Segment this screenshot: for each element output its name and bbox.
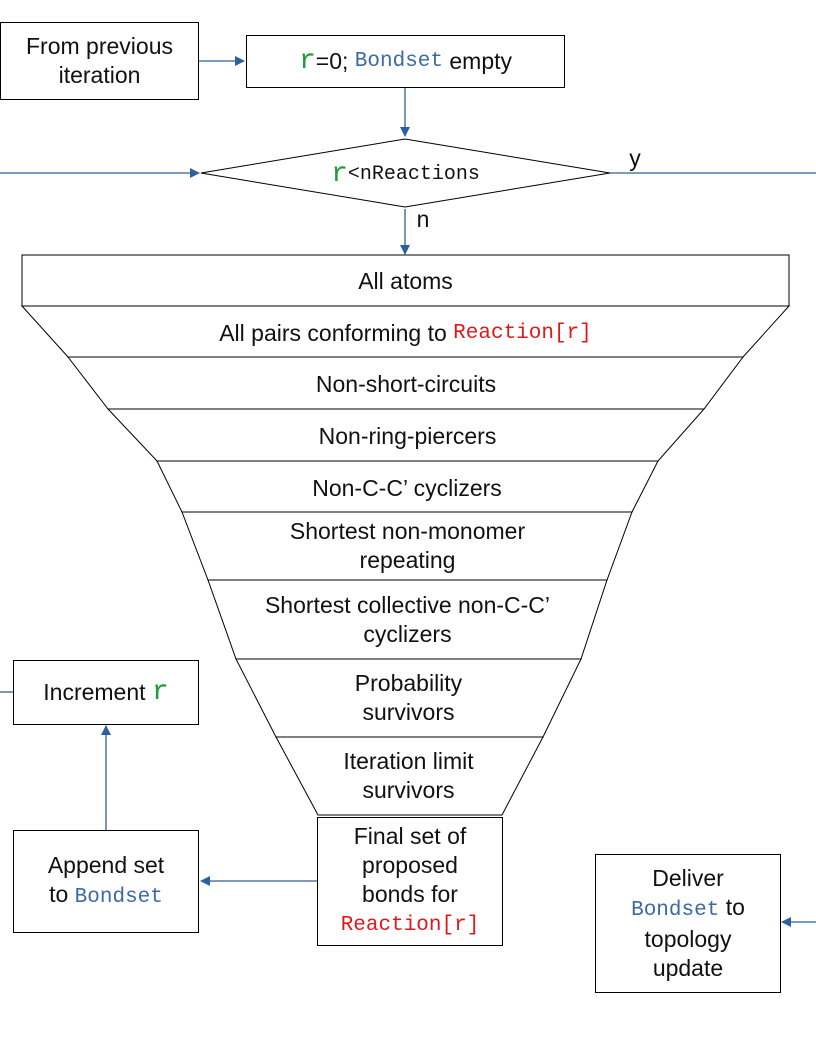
append-line-2: to Bondset — [49, 880, 163, 912]
increment-box: Increment r — [13, 660, 199, 725]
append-line-1: Append set — [47, 852, 165, 878]
final-set-box: Final set of proposed bonds for Reaction… — [317, 817, 503, 946]
funnel-layer-label-5: Shortest collective non-C-C’ cyclizers — [264, 592, 551, 647]
funnel-layer-label-1: Non-short-circuits — [315, 370, 497, 397]
funnel-layer-label-4: Shortest non-monomer repeating — [289, 518, 526, 573]
funnel-all-atoms-label: All atoms — [358, 267, 453, 294]
final-line-1: Final set of — [353, 822, 467, 849]
deliver-line-2: Bondset to — [631, 893, 745, 925]
decision-no-label: n — [416, 205, 430, 232]
decision-condition: <nReactions — [347, 162, 480, 186]
final-line-2: proposed — [362, 851, 458, 878]
funnel-layer-iteration-limit — [275, 736, 544, 816]
final-reaction-var: Reaction[r] — [340, 913, 480, 937]
deliver-line-3: topology — [644, 926, 732, 952]
funnel-layer-label-6: Probability survivors — [354, 670, 463, 725]
init-empty-label: empty — [449, 48, 513, 74]
increment-r-var: r — [151, 677, 169, 708]
pairs-reaction-var: Reaction[r] — [453, 321, 592, 345]
init-bondset-var: Bondset — [354, 50, 443, 73]
append-set-box: Append set to Bondset — [13, 830, 199, 933]
append-bondset-var: Bondset — [74, 886, 163, 909]
append-to: to — [49, 881, 69, 907]
final-line-3: bonds for — [362, 880, 458, 907]
funnel-layer-label-7: Iteration limit survivors — [343, 748, 474, 803]
increment-label: Increment — [43, 679, 146, 705]
decision-r-var: r — [331, 158, 348, 190]
deliver-box: Deliver Bondset to topology update — [595, 854, 781, 993]
init-box: r=0; Bondset empty — [246, 35, 565, 88]
pairs-text: All pairs conforming to — [219, 319, 447, 346]
decision-yes-label: y — [629, 144, 641, 171]
deliver-bondset-var: Bondset — [631, 899, 720, 922]
funnel-layer-label-3: Non-C-C’ cyclizers — [312, 474, 502, 501]
from-previous-iteration-box: From previous iteration — [0, 22, 199, 100]
funnel-layer-all-atoms — [21, 254, 790, 307]
deliver-line-4: update — [652, 955, 724, 981]
init-eq: =0; — [315, 48, 349, 74]
init-r-var: r — [298, 46, 316, 77]
decision-label: r<nReactions — [201, 158, 610, 190]
funnel-pairs-label: All pairs conforming to Reaction[r] — [68, 317, 743, 349]
from-previous-label: From previous iteration — [26, 33, 173, 88]
deliver-line-1: Deliver — [652, 865, 724, 891]
deliver-to: to — [725, 894, 745, 920]
decision-diamond — [200, 138, 611, 208]
funnel-layer-label-2: Non-ring-piercers — [318, 422, 497, 449]
